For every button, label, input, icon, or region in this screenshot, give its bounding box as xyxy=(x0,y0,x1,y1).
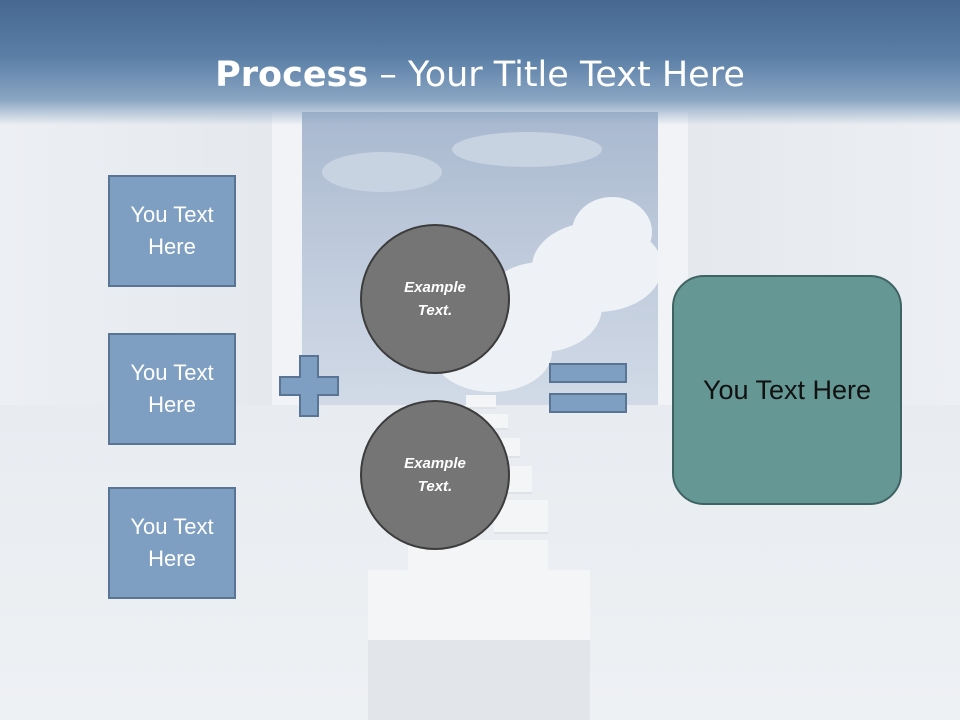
equals-icon-top-bar xyxy=(549,363,627,383)
input-box-label: You Text Here xyxy=(130,202,214,259)
input-box-label: You Text Here xyxy=(130,514,214,571)
input-box-1: You Text Here xyxy=(108,175,236,287)
input-box-label: You Text Here xyxy=(130,360,214,417)
background-door-frame-left xyxy=(272,112,302,412)
background-step xyxy=(466,395,496,409)
slide-title: Process – Your Title Text Here xyxy=(0,52,960,98)
title-bold: Process xyxy=(215,55,369,95)
header-band xyxy=(0,0,960,125)
background-step xyxy=(368,570,590,642)
example-circle-1: Example Text. xyxy=(360,224,510,374)
circle-label: Example Text. xyxy=(404,279,466,319)
result-box: You Text Here xyxy=(672,275,902,505)
background-step-front xyxy=(368,640,590,720)
circle-label: Example Text. xyxy=(404,455,466,495)
input-box-3: You Text Here xyxy=(108,487,236,599)
plus-icon xyxy=(279,355,339,417)
input-box-2: You Text Here xyxy=(108,333,236,445)
result-label: You Text Here xyxy=(702,374,872,405)
example-circle-2: Example Text. xyxy=(360,400,510,550)
title-rest: – Your Title Text Here xyxy=(368,55,745,95)
equals-icon-bottom-bar xyxy=(549,393,627,413)
